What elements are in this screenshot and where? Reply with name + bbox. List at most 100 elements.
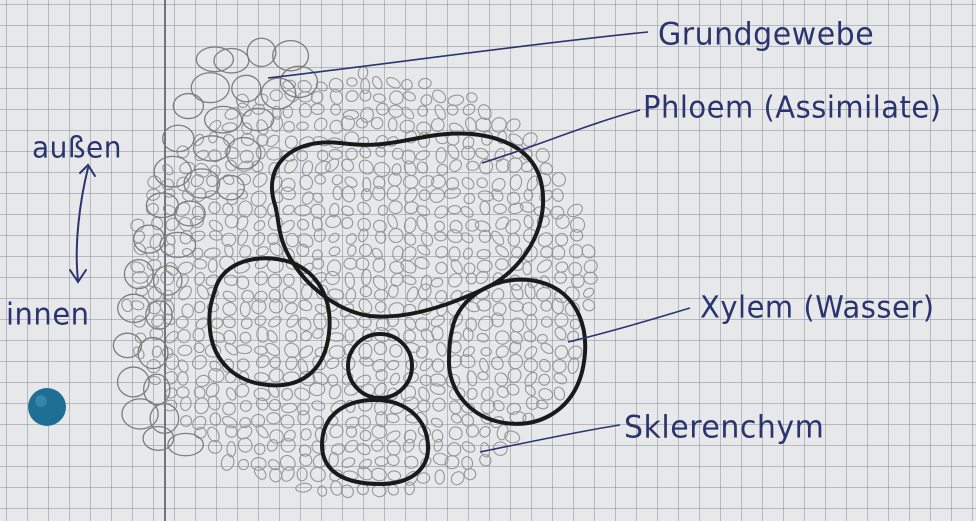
- label-sklerenchym: Sklerenchym: [624, 412, 824, 444]
- cell: [279, 436, 297, 454]
- cell: [388, 343, 403, 359]
- cell: [461, 102, 477, 117]
- cell: [446, 271, 465, 290]
- cell: [461, 345, 476, 359]
- cell: [535, 257, 554, 275]
- cell: [359, 356, 374, 367]
- cell: [386, 453, 401, 468]
- cell: [165, 244, 174, 255]
- cell: [341, 185, 356, 202]
- cell: [479, 200, 491, 215]
- cell: [374, 289, 388, 300]
- ground-cell: [214, 49, 249, 73]
- cell: [314, 174, 326, 185]
- cell: [234, 274, 251, 291]
- ground-cell: [124, 260, 153, 289]
- orientation-arrow: [70, 165, 95, 282]
- cell: [509, 174, 523, 191]
- cell: [239, 316, 254, 331]
- cell: [135, 286, 148, 297]
- cell: [465, 218, 480, 232]
- cell: [386, 359, 400, 371]
- cell: [329, 345, 345, 358]
- cell: [460, 231, 475, 245]
- cell: [282, 120, 296, 134]
- leader-sklerenchym: [480, 425, 620, 452]
- cell: [345, 329, 355, 343]
- cell: [478, 357, 490, 373]
- cell: [419, 93, 434, 108]
- cell: [312, 415, 324, 429]
- cell: [552, 371, 568, 386]
- cell: [496, 259, 509, 270]
- cell: [493, 371, 510, 389]
- cell: [190, 353, 209, 372]
- cell: [375, 368, 389, 382]
- cell: [398, 383, 418, 404]
- ink-dot-highlight: [35, 395, 47, 407]
- ground-cell: [191, 73, 229, 103]
- cell: [435, 163, 449, 177]
- cell: [146, 359, 161, 373]
- cell: [220, 231, 237, 248]
- leader-grundgewebe: [268, 32, 648, 78]
- cell: [176, 284, 194, 302]
- ground-cell: [138, 338, 168, 369]
- label-grundgewebe: Grundgewebe: [658, 19, 874, 51]
- cell: [370, 439, 384, 453]
- cell: [474, 146, 490, 160]
- cell: [580, 242, 598, 260]
- leader-phloem: [482, 110, 640, 163]
- cell: [419, 327, 436, 345]
- cell: [326, 259, 342, 277]
- cell: [193, 385, 207, 400]
- cell: [221, 315, 237, 330]
- cell: [385, 75, 402, 90]
- cell: [237, 458, 250, 471]
- ground-cell: [134, 225, 165, 253]
- cell: [534, 147, 551, 165]
- cell: [359, 285, 372, 297]
- cell: [508, 329, 525, 346]
- cell: [210, 316, 224, 330]
- cell: [493, 215, 511, 232]
- cell: [524, 189, 533, 200]
- cell: [312, 312, 327, 330]
- cell: [551, 171, 567, 187]
- cell: [283, 274, 294, 286]
- ground-cell: [122, 399, 158, 429]
- cell: [449, 469, 467, 487]
- cell: [519, 201, 536, 214]
- cell: [448, 219, 464, 235]
- cell: [284, 313, 300, 329]
- cell: [181, 304, 194, 319]
- ground-cell: [175, 201, 205, 226]
- cell: [403, 217, 417, 234]
- cell: [386, 226, 406, 246]
- cell: [194, 427, 207, 440]
- cell: [357, 242, 374, 258]
- cell: [476, 177, 489, 190]
- cell: [436, 147, 447, 163]
- cell: [342, 313, 360, 331]
- cell: [277, 452, 298, 473]
- cell: [400, 105, 416, 121]
- cell: [476, 118, 492, 132]
- cell: [324, 270, 341, 286]
- cell: [317, 485, 328, 497]
- label-xylem: Xylem (Wasser): [700, 292, 935, 322]
- cell: [223, 158, 238, 173]
- cell: [373, 93, 386, 103]
- cell: [270, 90, 283, 101]
- cell: [358, 88, 374, 104]
- ground-cell: [173, 94, 203, 119]
- cell: [523, 283, 536, 301]
- cell: [461, 456, 474, 470]
- cell: [295, 482, 312, 492]
- cell: [388, 104, 404, 119]
- cell: [432, 204, 449, 221]
- cell: [522, 329, 537, 343]
- cell: [356, 257, 370, 270]
- cell: [222, 402, 235, 415]
